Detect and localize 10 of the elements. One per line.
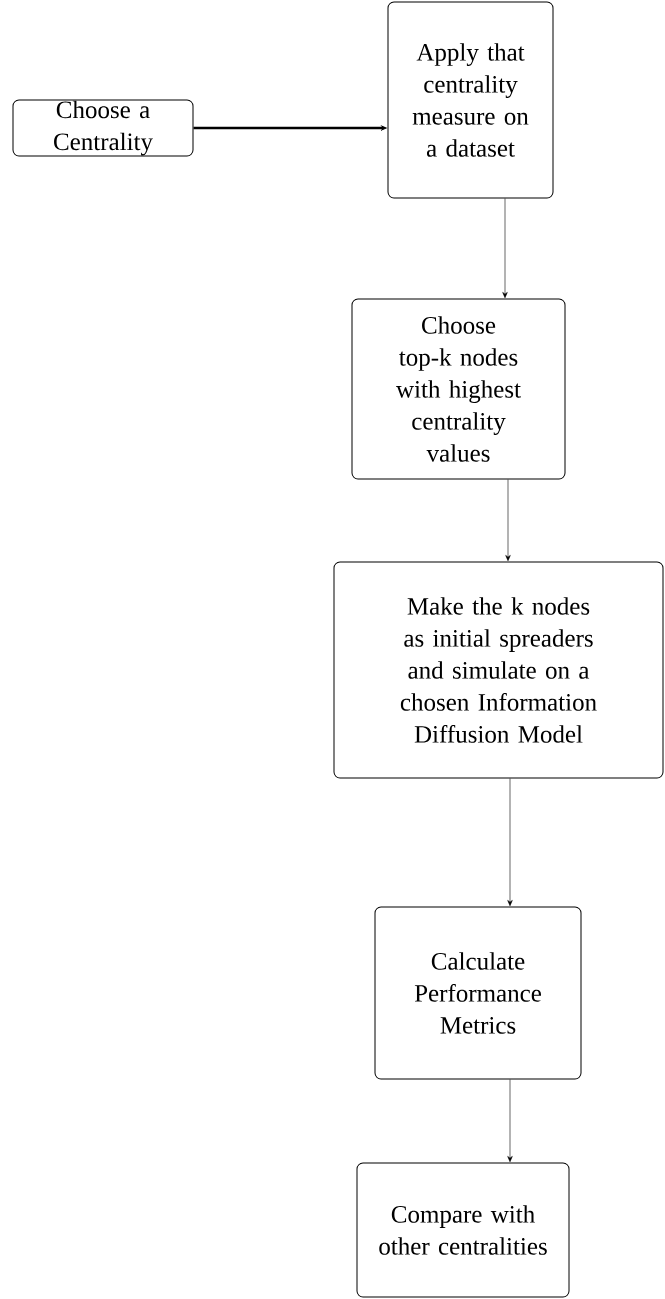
process-box: Compare with other centralities bbox=[356, 1162, 570, 1298]
arrow bbox=[507, 778, 513, 907]
process-box: Apply that centrality measure on a dataset bbox=[387, 1, 554, 199]
process-box: Choose top-k nodes with highest centrality values bbox=[351, 298, 566, 480]
arrow bbox=[502, 198, 508, 299]
arrow bbox=[505, 479, 511, 562]
process-box: Make the k nodes as initial spreaders and simulate on a chosen Information Diffusion Model bbox=[333, 561, 664, 779]
process-box: Choose a Centrality bbox=[12, 99, 194, 157]
arrow bbox=[507, 1079, 513, 1163]
process-box: Calculate Performance Metrics bbox=[374, 906, 582, 1080]
